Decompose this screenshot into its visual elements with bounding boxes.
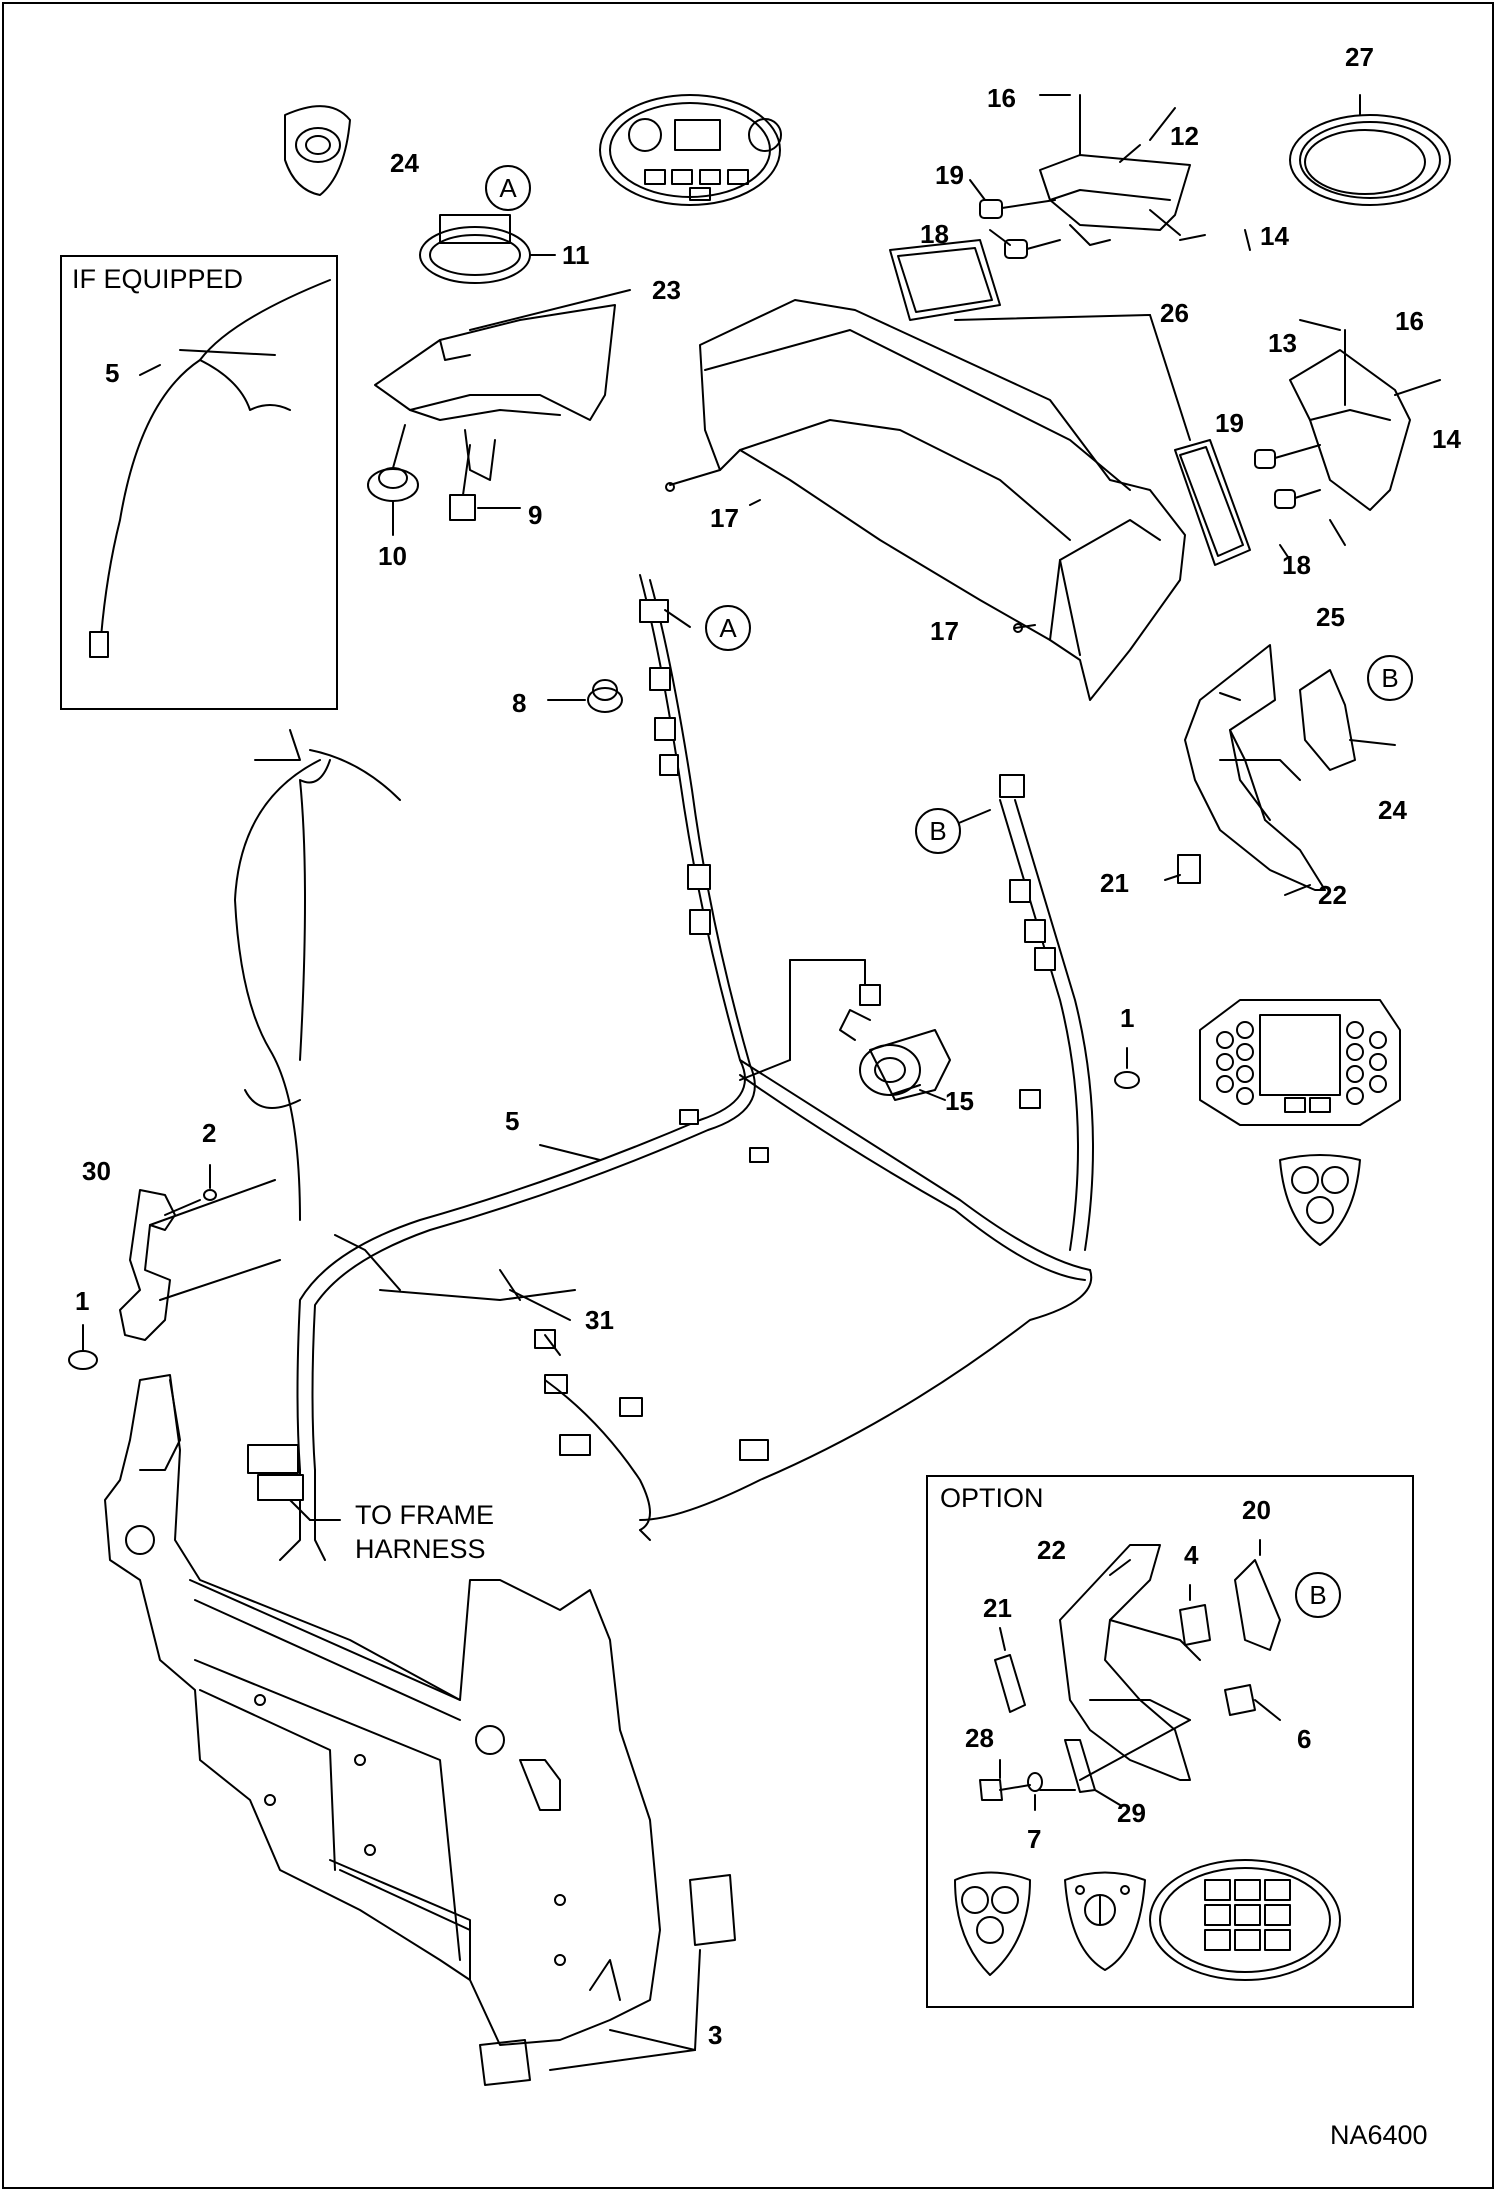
callout-14-right: 14: [1432, 424, 1461, 454]
callout-24-top: 24: [390, 148, 419, 178]
option-box: [926, 1475, 1414, 2008]
plate-part-3: [479, 1874, 736, 2086]
ref-b-harness: B: [915, 808, 961, 854]
callout-28: 28: [965, 1723, 994, 1753]
light-housing-part-13: [1254, 329, 1441, 511]
clamp-part-1: [68, 1047, 1140, 1370]
callout-9: 9: [528, 500, 543, 530]
light-housing-part-12: [1039, 94, 1191, 246]
figure-id: NA6400: [1330, 2120, 1428, 2150]
frame-harness-note-line1: TO FRAME: [355, 1500, 495, 1530]
if-equipped-box: [60, 255, 338, 710]
hose-part-30: [119, 1164, 281, 1341]
knob-part-10: [367, 424, 419, 536]
callout-16-right: 16: [1395, 306, 1424, 336]
callout-7: 7: [1027, 1824, 1042, 1854]
callout-27: 27: [1345, 42, 1374, 72]
callout-16-top: 16: [987, 83, 1016, 113]
horn-part-15: [739, 959, 951, 1101]
callout-1-left: 1: [75, 1286, 90, 1316]
leader-lines: [289, 94, 1346, 1541]
seal-coil-part-27: [1289, 94, 1451, 206]
option-console-part-22: [979, 1539, 1281, 1811]
option-knob-panel-part: [1064, 1871, 1146, 1971]
callout-11: 11: [562, 240, 590, 270]
callout-22-option: 22: [1037, 1535, 1066, 1565]
harness-connectors: [534, 599, 1056, 1461]
callout-2: 2: [202, 1118, 217, 1148]
grommet-part-8: [547, 679, 623, 713]
callout-8: 8: [512, 688, 527, 718]
callout-24-right: 24: [1378, 795, 1407, 825]
cab-trim-panel: [665, 299, 1186, 701]
cup-holder-single-part: [284, 105, 351, 196]
option-keypad-part: [1149, 1859, 1341, 1981]
callout-29: 29: [1117, 1798, 1146, 1828]
instrument-cluster-part: [599, 94, 782, 206]
callout-18-top: 18: [920, 219, 949, 249]
callout-31: 31: [585, 1305, 614, 1335]
callout-15: 15: [945, 1086, 974, 1116]
callout-18-right: 18: [1282, 550, 1311, 580]
callout-19-right: 19: [1215, 408, 1244, 438]
callout-30: 30: [82, 1156, 111, 1186]
callout-6: 6: [1297, 1724, 1312, 1754]
display-panel-part: [1199, 999, 1401, 1126]
cab-frame-part: [104, 1374, 661, 2046]
ref-a-harness: A: [705, 605, 751, 651]
ref-b-console: B: [1367, 655, 1413, 701]
callout-23: 23: [652, 275, 681, 305]
callout-10: 10: [378, 541, 407, 571]
callout-4: 4: [1184, 1540, 1199, 1570]
callout-20: 20: [1242, 1495, 1271, 1525]
callout-1-right: 1: [1120, 1003, 1135, 1033]
if-equipped-title: IF EQUIPPED: [72, 264, 244, 294]
callout-3: 3: [708, 2020, 723, 2050]
option-title: OPTION: [940, 1483, 1044, 1513]
callout-21-option: 21: [983, 1593, 1012, 1623]
callout-5-box: 5: [105, 358, 120, 388]
callout-19-top: 19: [935, 160, 964, 190]
switch-part-9: [449, 444, 521, 521]
callout-13: 13: [1268, 328, 1297, 358]
callout-17-mid: 17: [930, 616, 959, 646]
callout-25: 25: [1316, 602, 1345, 632]
ref-b-option: B: [1295, 1572, 1341, 1618]
gauge-panel-part-11: [419, 214, 556, 284]
frame-harness-note-line2: HARNESS: [355, 1534, 486, 1564]
ref-a-top: A: [485, 165, 531, 211]
callout-17-top: 17: [710, 503, 739, 533]
fasteners-18-19-top: [979, 199, 1061, 259]
callout-12: 12: [1170, 121, 1199, 151]
cup-holder-triple-part: [1279, 1154, 1361, 1246]
option-cup-holder-part: [954, 1871, 1031, 1976]
callout-5-main: 5: [505, 1106, 520, 1136]
callout-14-top: 14: [1260, 221, 1289, 251]
optional-harness-wire: [99, 279, 331, 651]
main-wire-harness-part-5: [234, 574, 1094, 1561]
callout-22-top: 22: [1318, 880, 1347, 910]
side-console-part-22: [1177, 644, 1396, 891]
gasket-part-26: [889, 239, 1251, 566]
callout-21-top: 21: [1100, 868, 1129, 898]
console-panel-part-23: [374, 289, 631, 481]
callout-26: 26: [1160, 298, 1189, 328]
